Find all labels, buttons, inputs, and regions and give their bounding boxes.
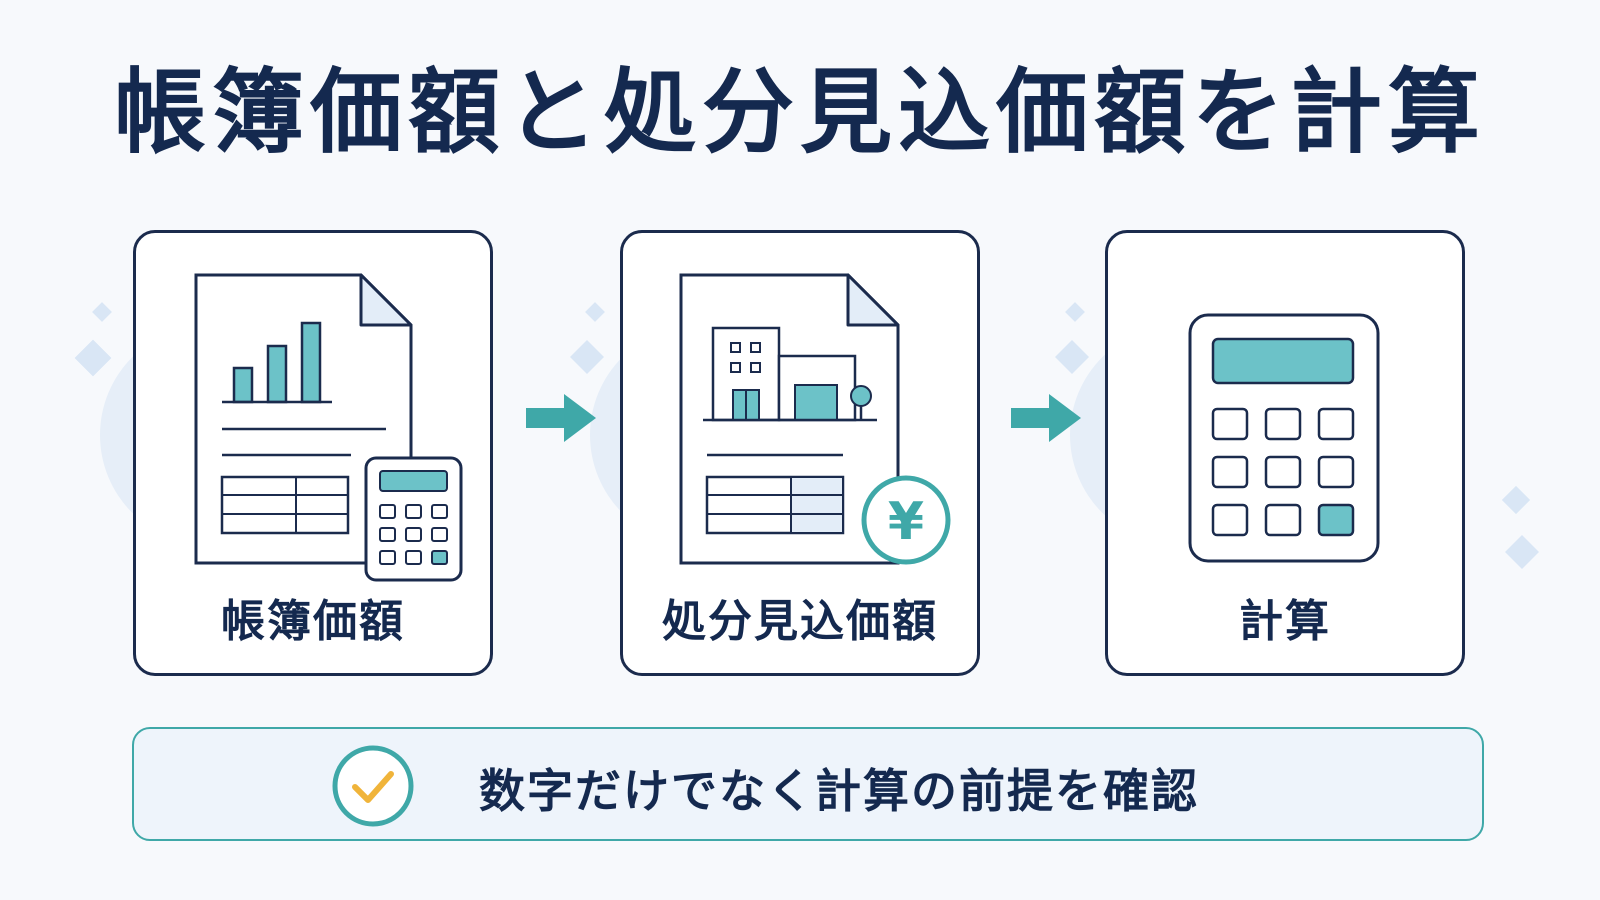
bg-diamond xyxy=(92,302,112,322)
step-label: 計算 xyxy=(1239,596,1331,647)
document-chart-calculator-icon xyxy=(194,273,463,582)
arrow-right-icon xyxy=(526,394,596,442)
check-circle-icon xyxy=(332,745,414,827)
bg-diamond xyxy=(1505,535,1539,569)
bg-diamond xyxy=(74,339,112,377)
document-building-yen-icon: ¥ xyxy=(679,273,951,565)
calculator-icon xyxy=(1188,313,1380,563)
note-text: 数字だけでなく計算の前提を確認 xyxy=(479,764,1199,818)
bg-diamond xyxy=(1065,302,1085,322)
bg-diamond xyxy=(1055,340,1089,374)
bg-diamond xyxy=(1501,485,1531,515)
page-title: 帳簿価額と処分見込価額を計算 xyxy=(113,59,1486,166)
bg-diamond xyxy=(585,302,605,322)
yen-symbol: ¥ xyxy=(888,492,924,552)
step-card-calculation: 計算 xyxy=(1105,230,1465,676)
step-label: 帳簿価額 xyxy=(221,596,405,647)
step-card-disposal-value: ¥ 処分見込価額 xyxy=(620,230,980,676)
step-label: 処分見込価額 xyxy=(662,596,938,647)
step-card-book-value: 帳簿価額 xyxy=(133,230,493,676)
note-banner: 数字だけでなく計算の前提を確認 xyxy=(132,727,1484,841)
bg-diamond xyxy=(570,340,604,374)
arrow-right-icon xyxy=(1011,394,1081,442)
